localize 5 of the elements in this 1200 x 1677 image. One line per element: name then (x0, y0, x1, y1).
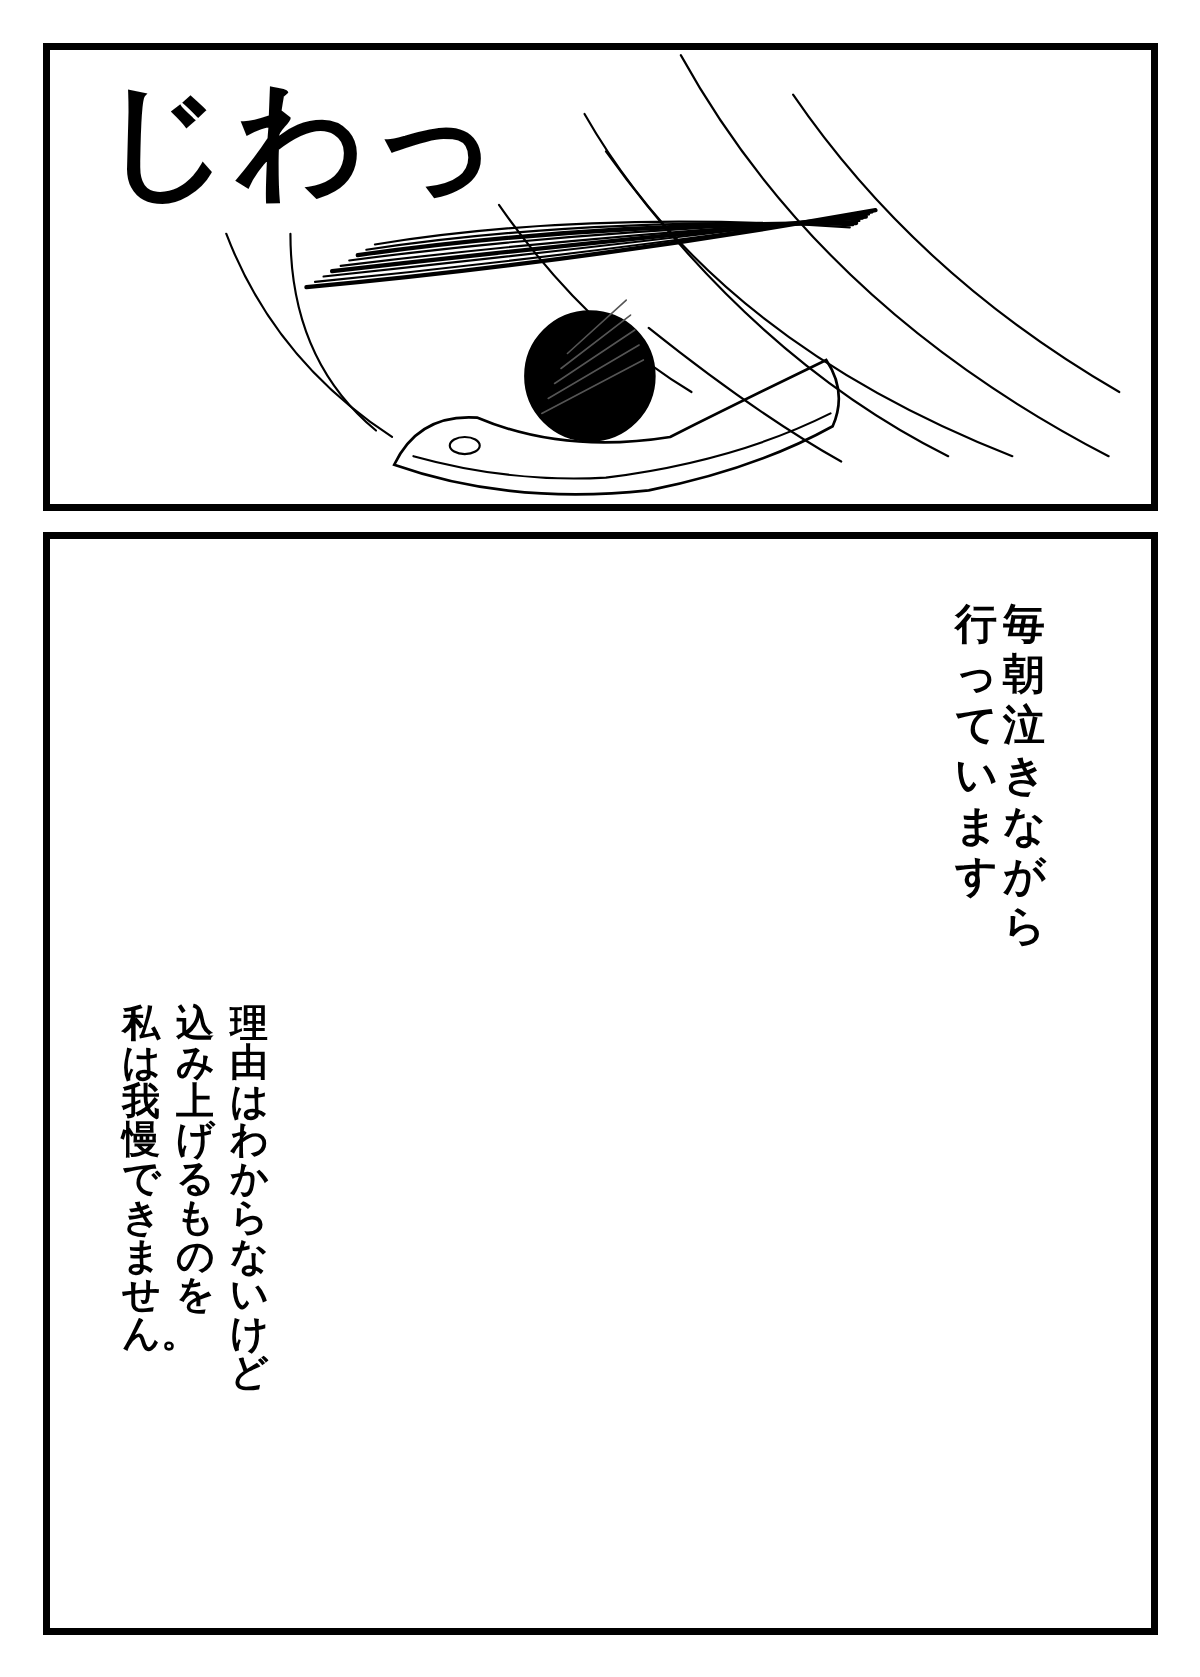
narration-text: 毎朝泣きながら行っています (955, 599, 1045, 952)
comic-panel (43, 532, 1158, 1635)
narration-text: 理由はわからないけど込み上げるものを私は我慢できません。 (122, 1004, 268, 1392)
sound-effect-text: じわっ (100, 75, 505, 203)
comic-panel (43, 43, 1158, 511)
